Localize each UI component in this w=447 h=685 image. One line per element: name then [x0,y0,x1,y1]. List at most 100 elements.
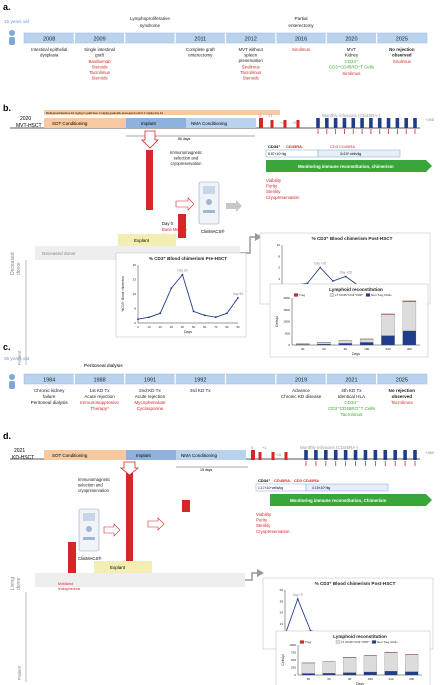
living-donor-line: Living [10,577,16,590]
living-donor-line: donor [16,577,22,590]
infusion-marker [404,118,408,128]
implant-arrow-b [141,130,159,149]
legend-label: LT CD45⁺CD3⁺CD8⁺ [341,640,370,644]
sot-conditioning-label: SOT Conditioning [52,121,88,126]
stacked-bar-segment [301,662,315,674]
x-tick-label: 30 [170,325,174,329]
monitoring-label-b: Monitoring immune reconstitution, chimer… [298,164,394,169]
living-donor-bar [35,573,245,587]
panel-d-name: KD-HSCT [12,455,34,461]
timeline-b-day1: +1 [268,113,273,118]
timeline-drug: Sirolimus [242,65,261,70]
clinimacs-label-d: CliniMACS® [78,556,102,561]
chart-point [296,598,299,600]
arrow-to-implant-d [103,523,121,537]
stacked-bar-segment [363,655,377,673]
chart-title: % CD3⁺ Blood chimerism Pre-HSCT [149,256,227,261]
y-axis-label: Cells/µl [275,316,279,327]
cd34-label-d: CD34⁺ [258,478,270,483]
chart-point [192,310,195,313]
stacked-bar-segment [384,652,398,672]
red-stub-b [178,214,186,238]
timeline-drug: Therapy* [90,406,109,411]
chart-point [170,287,173,290]
selection-text: Immunomagnetic [78,477,110,482]
flow-arrow-b [240,236,256,254]
infusion-early-marker [284,452,288,460]
legend-label: Non Treg CD4+ [377,640,398,644]
infusion-early-marker [258,452,262,460]
panel-c-letter: c. [3,342,11,352]
monthly-infusion-markers-d [258,450,417,466]
cd34-label-b: CD34⁺ [268,144,280,149]
timeline-event: 1st KD Tx [90,388,111,393]
x-tick-label: 50 [192,325,196,329]
timeline-year: 2016 [295,37,307,43]
timeline-drug: Steroids [243,76,260,81]
timeline-event: MVT [347,47,357,52]
stacked-bar-segment [363,671,377,676]
timeline-year: 2025 [396,37,408,43]
day0-marker-d [251,450,255,460]
selection-text: Immunomagnetic [170,150,202,155]
legend-swatch [365,293,371,297]
timeline-event: graft [95,53,105,58]
infusion-marker [343,450,348,460]
x-tick-label: 90 [344,347,348,351]
cd45ra-label-b: CD3 CD45RA [330,144,355,149]
timeline-note: Partial [295,16,308,21]
selection-text: selection and [78,482,103,487]
stacked-bar-segment [322,661,336,674]
legend-label: Treg [305,640,311,644]
timeline-year: 2019 [295,378,307,384]
timeline-event: MVT without [239,47,264,52]
stacked-bar-segment [359,339,374,343]
sot-conditioning-label-d: SOT Conditioning [52,453,88,458]
flow-arrowhead-d [257,569,264,577]
infusion-marker [369,118,373,128]
x-tick-label: 240 [388,677,393,681]
timeline-event: Intestinal epithelial [31,47,67,52]
panel-c-age: 36 years old [4,356,29,361]
x-axis-label: Days [356,682,364,685]
chart-line [137,273,239,320]
bone-marrow-bar [146,150,153,210]
explant-box-d [94,561,152,573]
timeline-drug: Tacrolimus [240,70,262,75]
dose-note-bar [44,110,280,115]
x-axis-label: Days [184,330,192,334]
selection-text: cryopreservation [78,488,110,493]
timeline-drug: Basiliximab [88,59,111,64]
arrow-icon [147,517,165,531]
timeline-event: Acute rejection [84,394,115,399]
infusion-marker [413,118,417,128]
timeline-a-notes: LymphoproliferativesyndromePartialentere… [130,16,314,28]
infusion-early-marker [270,120,274,128]
timeline-d-day0: 0 [251,445,254,450]
implant-red-bar-d [126,472,133,562]
panel-a-letter: a. [3,2,11,12]
y-tick-label: 1000 [289,643,296,647]
infusion-early-marker [271,452,275,460]
end-day-b: +395 [425,117,435,122]
timeline-note: Lymphoproliferative [130,16,170,21]
monthly-label-b: Monthly infusions (CD45RA-) [322,113,381,118]
timeline-drug: Sirolimus [393,59,412,64]
bag-icon [68,542,76,578]
chart-title: Lymphoid reconstitution [329,287,383,292]
qc-item: Sterility [266,189,281,194]
clinimacs-device-icon [78,508,100,552]
mobilized-line: Mobilized [58,582,73,586]
stacked-bar-segment [381,314,395,336]
timeline-event: Single intestinal [84,47,115,52]
infusion-marker [325,118,329,128]
timeline-drug: Tacrolimus [89,70,111,75]
chart-point [159,312,162,315]
y-tick-label: 0 [294,673,296,677]
timeline-drug: CD34⁺ [345,59,359,64]
timeline-event: Complete graft [186,47,216,52]
infusion-marker [395,118,400,128]
